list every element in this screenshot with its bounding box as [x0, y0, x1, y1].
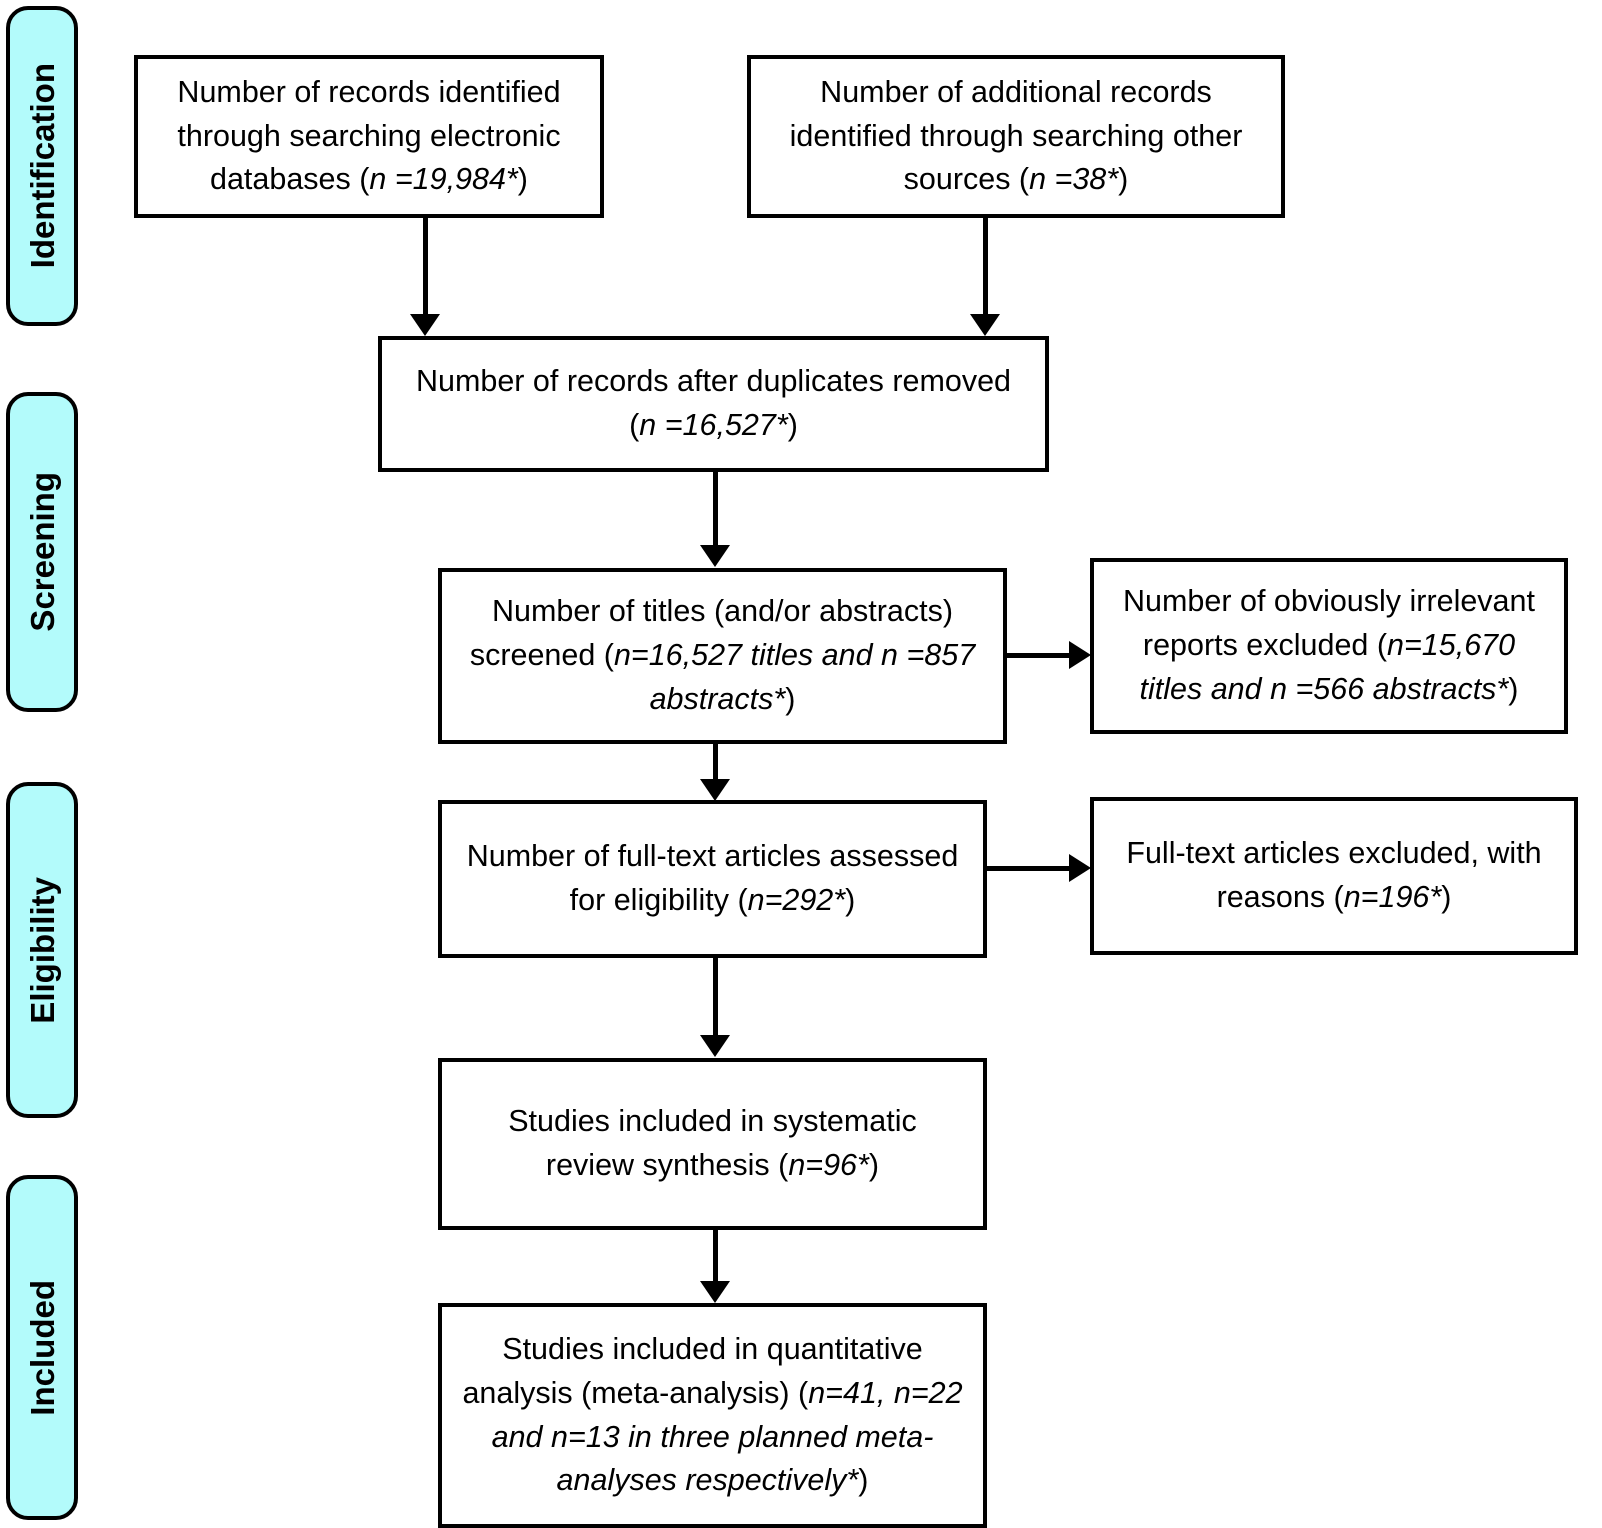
box-titles-abstracts-screened: Number of titles (and/or abstracts) scre… — [438, 568, 1007, 744]
text-value: n=96* — [788, 1148, 869, 1182]
text-line: identified through searching other — [789, 118, 1243, 153]
text-tail: ) — [787, 408, 798, 442]
text-line: Number of records identified — [177, 74, 561, 109]
text-value: n=292* — [747, 883, 846, 917]
arrow-fulltext-to-excluded — [1069, 854, 1091, 882]
text-tail: ) — [1508, 671, 1519, 706]
text-line: Studies included in quantitative — [502, 1331, 923, 1366]
connector-line-other-to-duplicates — [983, 218, 988, 318]
arrow-duplicates-to-screened — [700, 545, 730, 567]
text-line: Number of records after duplicates remov… — [415, 364, 1012, 399]
text-line: through searching electronic — [177, 118, 561, 153]
box-additional-records-other-sources-text: Number of additional records identified … — [790, 71, 1243, 203]
text-value: n =19,984* — [369, 162, 518, 197]
text-line: Number of full-text articles assessed — [466, 839, 959, 874]
connector-line-fulltext-to-systematic — [713, 958, 718, 1038]
connector-line-systematic-to-quantitative — [713, 1230, 718, 1285]
stage-label-identification: Identification — [23, 63, 61, 269]
box-records-after-duplicates-text: Number of records after duplicates remov… — [416, 360, 1011, 448]
stage-label-included: Included — [23, 1279, 61, 1416]
box-records-identified-databases: Number of records identified through sea… — [134, 55, 604, 218]
text-tail: ) — [785, 681, 796, 716]
text-line: reports excluded ( — [1142, 628, 1388, 663]
stage-label-screening: Screening — [23, 472, 61, 632]
arrow-other-to-duplicates — [970, 314, 1000, 336]
text-value: n=15,670 titles and n =566 abstracts* — [1139, 628, 1516, 706]
text-line: reasons ( — [1216, 880, 1344, 914]
connector-line-screened-to-excluded — [1007, 653, 1075, 658]
text-line: Number of additional records — [820, 74, 1212, 109]
text-value: n =38* — [1029, 162, 1119, 197]
box-included-quantitative-analysis: Studies included in quantitative analysi… — [438, 1303, 987, 1528]
box-titles-abstracts-screened-text: Number of titles (and/or abstracts) scre… — [456, 590, 989, 722]
box-fulltext-articles-excluded-text: Full-text articles excluded, with reason… — [1126, 832, 1541, 920]
stage-tab-eligibility: Eligibility — [6, 782, 78, 1118]
text-value: n=196* — [1343, 880, 1442, 914]
arrow-fulltext-to-systematic — [700, 1035, 730, 1057]
text-line: Number of titles (and/or abstracts) — [491, 594, 954, 629]
connector-line-databases-to-duplicates — [423, 218, 428, 318]
text-line: for eligibility ( — [569, 883, 748, 917]
box-records-after-duplicates: Number of records after duplicates remov… — [378, 336, 1049, 472]
text-line: Studies included in systematic — [508, 1104, 917, 1139]
box-records-identified-databases-text: Number of records identified through sea… — [177, 71, 560, 203]
stage-tab-included: Included — [6, 1175, 78, 1520]
arrow-systematic-to-quantitative — [700, 1281, 730, 1303]
box-fulltext-articles-excluded: Full-text articles excluded, with reason… — [1090, 797, 1578, 955]
connector-line-fulltext-to-excluded — [987, 866, 1075, 871]
text-line: review synthesis ( — [545, 1148, 789, 1182]
stage-tab-screening: Screening — [6, 392, 78, 712]
text-tail: ) — [858, 1463, 869, 1498]
arrow-screened-to-fulltext — [700, 779, 730, 801]
arrow-screened-to-excluded — [1069, 641, 1091, 669]
box-included-systematic-review: Studies included in systematic review sy… — [438, 1058, 987, 1230]
text-tail: ) — [1441, 880, 1452, 914]
text-value: n=16,527 titles and n =857 abstracts* — [613, 638, 976, 716]
text-line: ( — [629, 408, 640, 442]
text-line: sources ( — [903, 162, 1030, 197]
text-line: databases ( — [210, 162, 370, 197]
text-value: n =16,527* — [639, 408, 788, 442]
box-additional-records-other-sources: Number of additional records identified … — [747, 55, 1285, 218]
text-value: n=41, n=22 and n=13 in three planned met… — [491, 1375, 963, 1498]
text-line: screened ( — [469, 638, 614, 673]
text-tail: ) — [517, 162, 528, 197]
text-line: Number of obviously irrelevant — [1123, 584, 1535, 619]
connector-line-duplicates-to-screened — [713, 472, 718, 548]
text-line: analysis (meta-analysis) ( — [462, 1375, 809, 1410]
box-irrelevant-reports-excluded: Number of obviously irrelevant reports e… — [1090, 558, 1568, 734]
stage-label-eligibility: Eligibility — [23, 876, 61, 1024]
connector-line-screened-to-fulltext — [713, 744, 718, 782]
box-irrelevant-reports-excluded-text: Number of obviously irrelevant reports e… — [1108, 580, 1550, 712]
box-included-quantitative-analysis-text: Studies included in quantitative analysi… — [456, 1328, 969, 1504]
text-line: Full-text articles excluded, with — [1126, 836, 1542, 871]
box-fulltext-articles-assessed: Number of full-text articles assessed fo… — [438, 800, 987, 958]
arrow-databases-to-duplicates — [410, 314, 440, 336]
text-tail: ) — [1118, 162, 1129, 197]
text-tail: ) — [868, 1148, 880, 1182]
box-included-systematic-review-text: Studies included in systematic review sy… — [508, 1100, 917, 1188]
box-fulltext-articles-assessed-text: Number of full-text articles assessed fo… — [467, 835, 959, 923]
stage-tab-identification: Identification — [6, 6, 78, 326]
text-tail: ) — [845, 883, 856, 917]
